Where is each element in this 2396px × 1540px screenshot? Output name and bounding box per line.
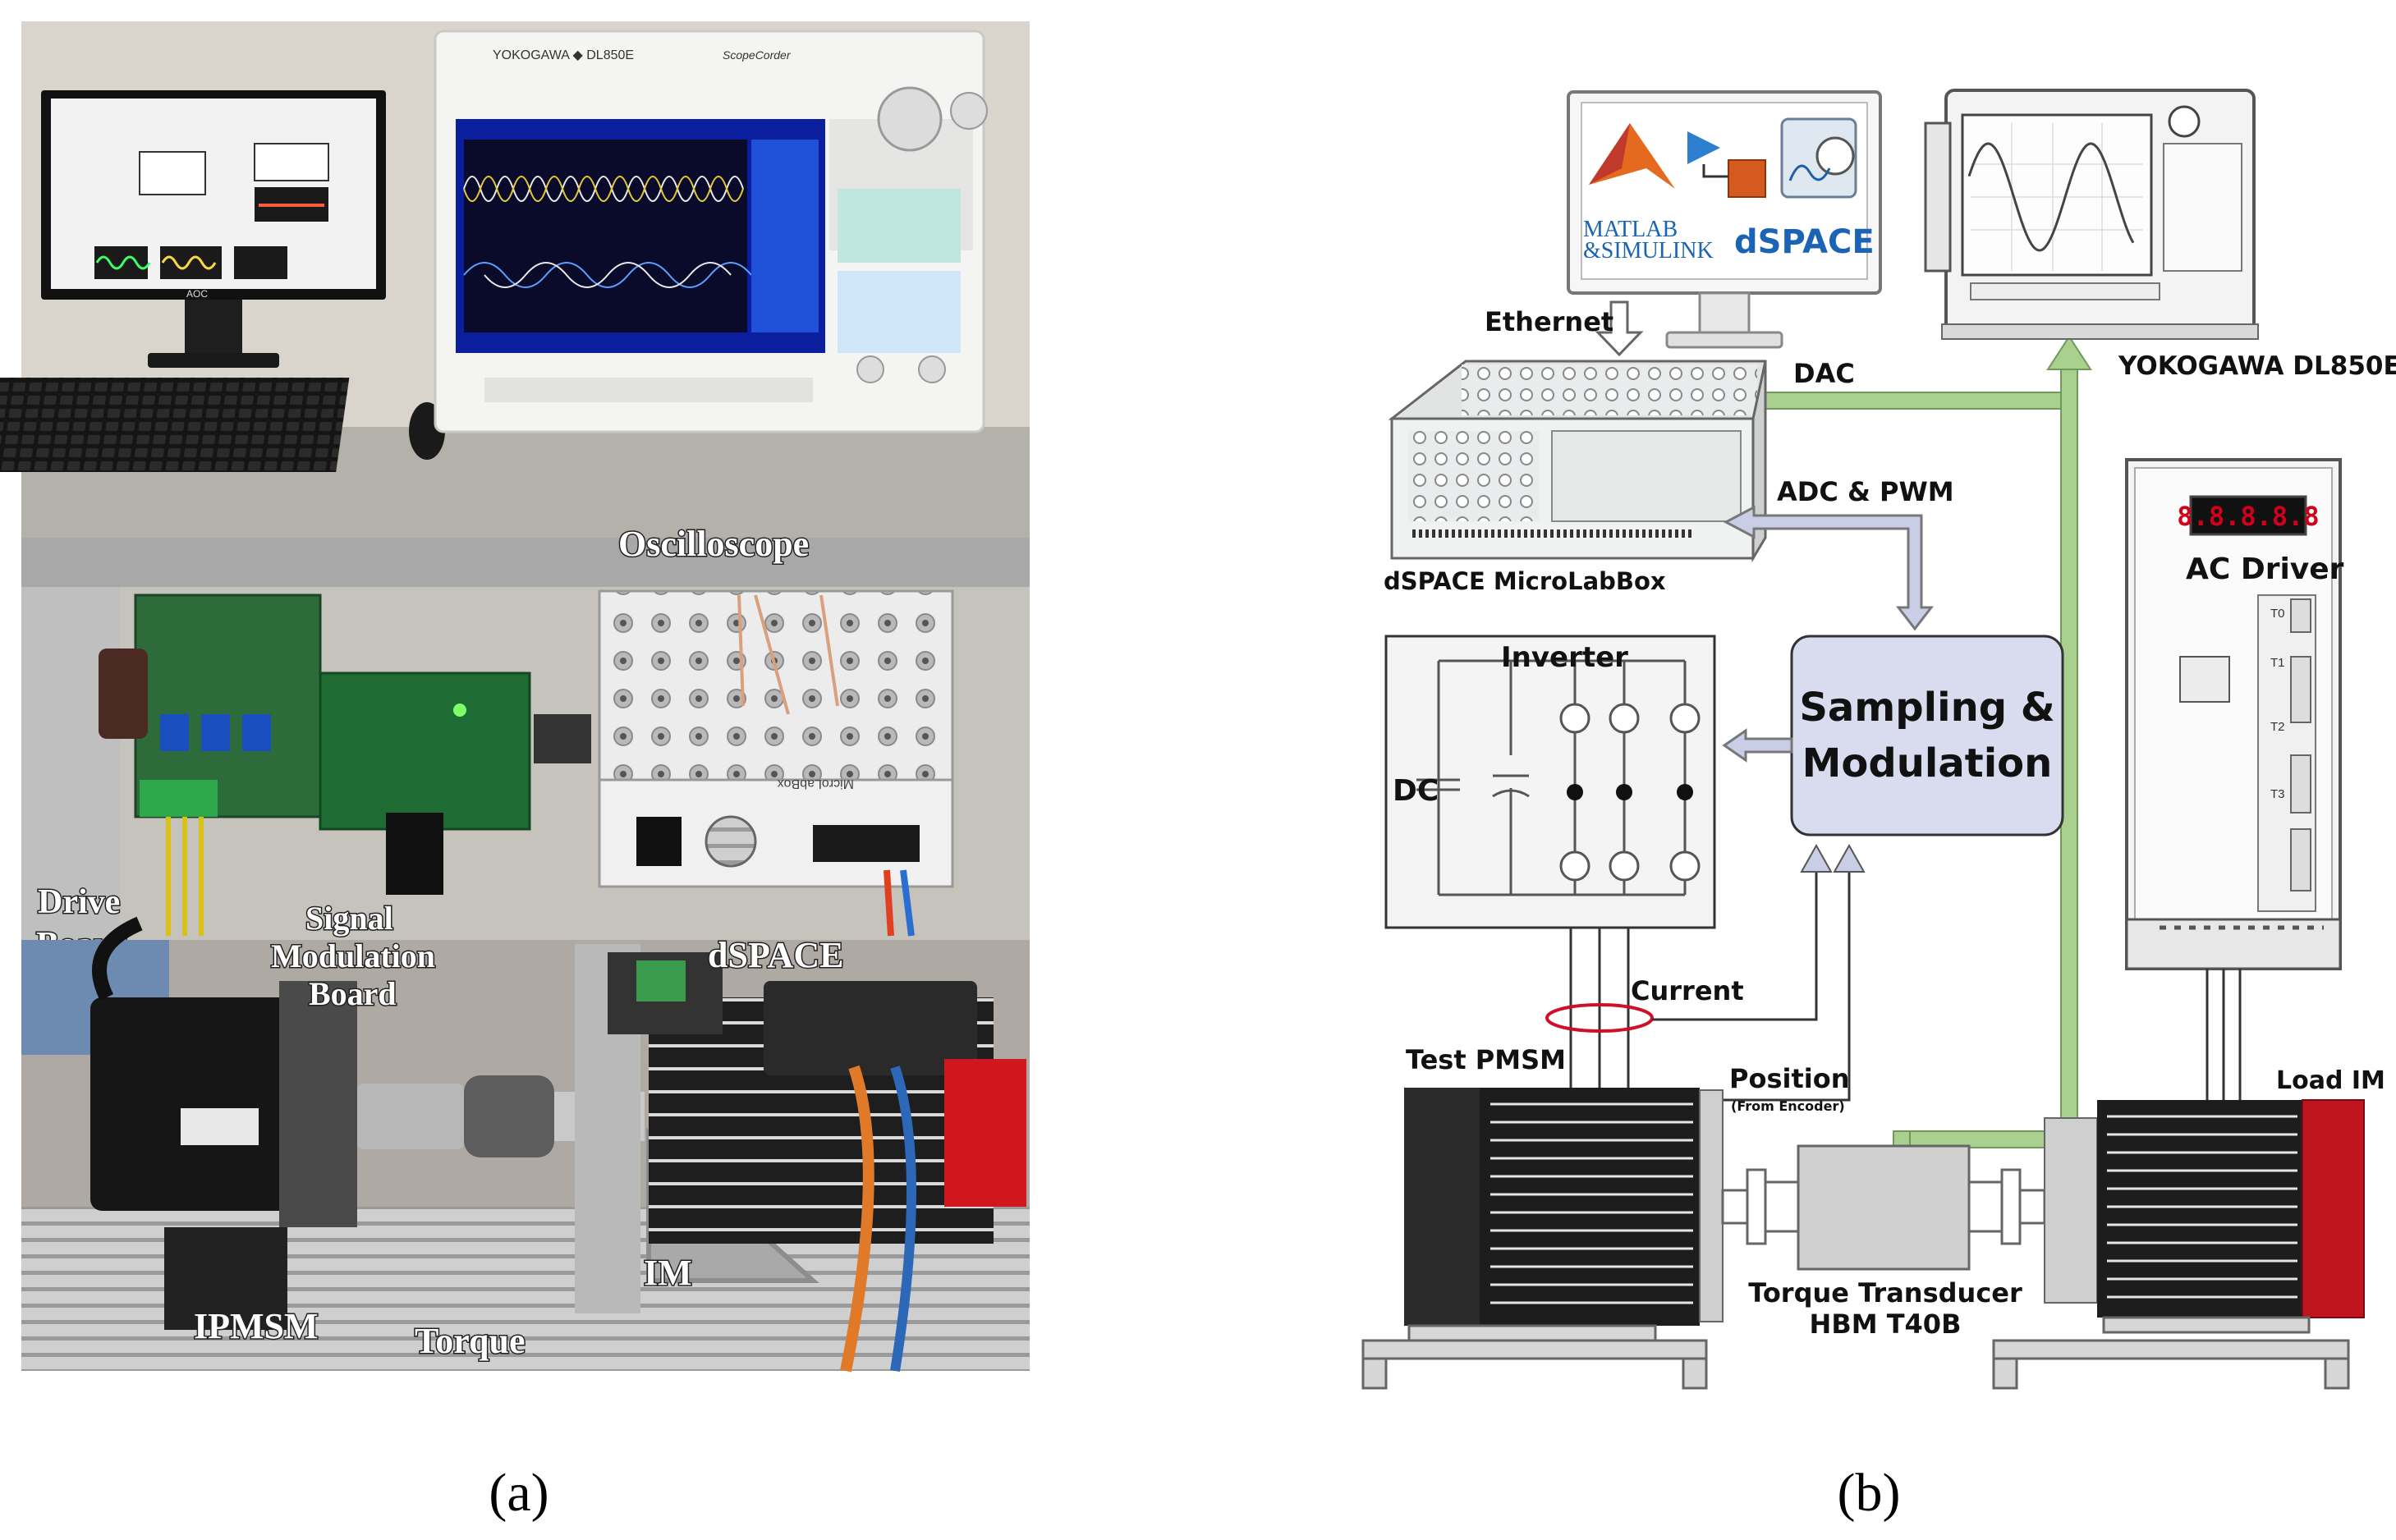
switch-devices <box>1559 703 1701 882</box>
motor-bases <box>1361 1316 2350 1390</box>
diagram-label-sampling-line1: Sampling & <box>1799 685 2054 731</box>
diagram-label-test-pmsm: Test PMSM <box>1406 1044 1566 1075</box>
current-feedback-line <box>1652 870 1818 1021</box>
im-photo <box>575 944 1026 1373</box>
driver-label-t3: T3 <box>2270 787 2285 801</box>
diagram-label-torque-line2: HBM T40B <box>1810 1309 1962 1340</box>
diagram-label-from-encoder: (From Encoder) <box>1731 1098 1845 1114</box>
matlab-text-line2: &SIMULINK <box>1583 238 1714 264</box>
im-cooling-fins <box>2107 1115 2297 1299</box>
scope-brand-text: YOKOGAWA ◆ DL850E <box>493 48 634 62</box>
diagram-label-load-im: Load IM <box>2276 1066 2385 1095</box>
torque-sensor-photo <box>464 1075 554 1157</box>
phase-nodes <box>1567 784 1693 800</box>
photo-label-signal-line3: Board <box>309 975 397 1012</box>
green-signal-lines <box>1765 335 2092 1157</box>
pmsm-cooling-fins <box>1490 1102 1693 1304</box>
pwm-to-inverter-arrow <box>1722 728 1793 763</box>
photo-label-signal-line2: Modulation <box>271 937 435 974</box>
caption-a: (a) <box>489 1463 549 1523</box>
diagram-label-dac: DAC <box>1793 358 1855 389</box>
keyboard <box>0 378 350 472</box>
scope-sine-wave <box>1967 142 2135 252</box>
adc-pwm-arrow <box>1723 505 1935 631</box>
diagram-label-ac-driver: AC Driver <box>2186 552 2344 586</box>
monitor-brand: AOC <box>186 288 208 300</box>
coupling-photo <box>357 1084 464 1149</box>
diagram-label-current: Current <box>1631 975 1744 1006</box>
load-im-motor <box>2044 1099 2365 1318</box>
photo-label-signal-line1: Signal <box>305 900 393 937</box>
driver-label-t1: T1 <box>2270 656 2285 670</box>
ethernet-arrow <box>1595 300 1644 357</box>
diagram-label-ethernet: Ethernet <box>1485 306 1613 337</box>
microlabbox-device <box>1388 360 1767 563</box>
signal-modulation-board-device <box>319 671 591 895</box>
matlab-text-line1: MATLAB <box>1583 217 1678 242</box>
drive-board-device <box>99 594 322 936</box>
pc-monitor: AOC <box>41 90 386 368</box>
phase-wires <box>1569 928 1630 1090</box>
microlabbox-photo: MicroLabBox <box>598 589 954 937</box>
scope-knob-icon <box>2168 105 2201 138</box>
shelf-divider-1 <box>21 538 1030 587</box>
driver-digit-display: 8.8.8.8.8 <box>2177 501 2319 532</box>
photo-label-ipmsm: IPMSM <box>194 1306 319 1346</box>
inverter-block <box>1384 635 1716 929</box>
driver-label-t0: T0 <box>2270 607 2285 621</box>
scope-series-text: ScopeCorder <box>723 48 792 62</box>
pc-with-software: MATLAB &SIMULINK dSPACE <box>1567 90 1882 349</box>
microlabbox-photo-brand: MicroLabBox <box>778 777 854 791</box>
ac-driver-device: 8.8.8.8.8 T0 T1 T2 T3 <box>2125 458 2342 970</box>
diagram-label-microlabbox: dSPACE MicroLabBox <box>1384 567 1666 595</box>
panel-b-diagram: MATLAB &SIMULINK dSPACE Ethernet dSPACE … <box>1361 89 2396 1390</box>
scope-main-knob <box>877 86 943 152</box>
photo-label-drive-line1: Drive <box>38 883 120 921</box>
diagram-label-yokogawa: YOKOGAWA DL850E <box>2118 351 2396 381</box>
sampling-modulation-block <box>1790 635 2064 836</box>
photo-label-dspace: dSPACE <box>708 935 843 975</box>
diagram-label-sampling-line2: Modulation <box>1802 740 2053 786</box>
test-pmsm-motor <box>1404 1088 1724 1326</box>
capacitor-icon <box>1416 774 1530 798</box>
photo-label-torque: Torque <box>415 1321 526 1361</box>
caption-b: (b) <box>1838 1463 1901 1523</box>
simulink-block-icon <box>1687 131 1720 164</box>
current-sensor-ring <box>1545 1003 1654 1033</box>
photo-label-oscilloscope: Oscilloscope <box>618 524 809 564</box>
position-feedback-line <box>1701 870 1851 1102</box>
driver-label-t2: T2 <box>2270 720 2285 734</box>
diagram-label-adc-pwm: ADC & PWM <box>1777 476 1954 507</box>
photo-label-im: IM <box>644 1253 692 1293</box>
driver-output-wires <box>2206 969 2242 1100</box>
yokogawa-oscilloscope-drawing <box>1924 89 2259 340</box>
diagram-label-torque-line1: Torque Transducer <box>1748 1277 2022 1309</box>
diagram-label-dc: DC <box>1393 774 1439 808</box>
torque-transducer-drawing <box>1721 1144 2046 1271</box>
diagram-label-position: Position <box>1729 1063 1849 1094</box>
diagram-label-inverter: Inverter <box>1501 641 1628 674</box>
panel-a-photo: AOC YOKOGAWA ◆ DL850E ScopeCorder <box>0 21 1030 1373</box>
oscilloscope-device: YOKOGAWA ◆ DL850E ScopeCorder <box>434 30 988 433</box>
ipmsm-photo <box>90 916 357 1330</box>
dspace-logo-text: dSPACE <box>1734 223 1875 261</box>
